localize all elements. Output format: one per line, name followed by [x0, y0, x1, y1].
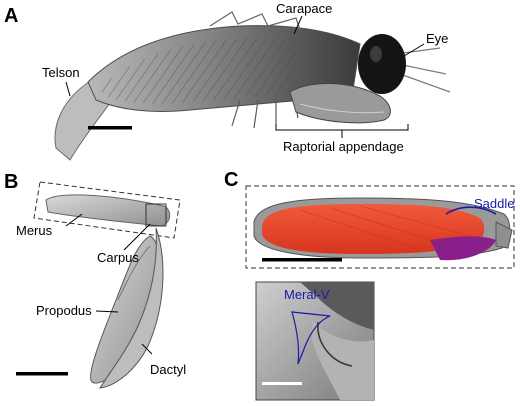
merus-leader	[65, 213, 83, 227]
raptorial-bracket	[275, 124, 409, 138]
panel-a: A Carapace Eye	[4, 1, 451, 161]
appendage-specimen-image	[45, 194, 171, 389]
shrimp-specimen-image	[54, 11, 451, 161]
panel-a-letter: A	[4, 5, 18, 27]
extensor-muscle	[262, 204, 485, 254]
carapace-leader	[293, 15, 303, 35]
panel-b-letter: B	[4, 171, 18, 193]
scale-bar-inset	[262, 382, 302, 385]
scale-bar-b	[16, 372, 68, 376]
carpus-label: Carpus	[97, 250, 139, 265]
flexor-muscle	[430, 236, 496, 261]
merus-highlight-box	[33, 181, 181, 239]
panel-c-letter: C	[224, 169, 238, 191]
meral-v-label: Meral-V	[284, 287, 330, 302]
carapace-label: Carapace	[276, 1, 332, 16]
telson-leader	[65, 81, 71, 97]
merus-shape	[45, 194, 171, 227]
panel-b: B Merus Carpus Propodus Dactyl	[4, 171, 186, 389]
dactyl-leader	[141, 343, 153, 355]
merus-muscle-image	[253, 197, 513, 261]
saddle-outline	[445, 206, 497, 215]
eye-shape	[358, 34, 406, 94]
merus-label: Merus	[16, 223, 53, 238]
merus-detail-frame	[245, 185, 515, 269]
eye-leader	[403, 43, 425, 57]
eye-label: Eye	[426, 31, 448, 46]
telson-label: Telson	[42, 65, 80, 80]
scale-bar-c	[262, 258, 342, 262]
propodus-label: Propodus	[36, 303, 92, 318]
raptorial-appendage-label: Raptorial appendage	[283, 139, 404, 154]
saddle-label: Saddle	[474, 196, 514, 211]
carpus-leader	[123, 223, 151, 251]
meral-v-sem-inset: Meral-V	[255, 281, 375, 401]
meral-v-outline	[291, 311, 331, 365]
panel-c: C Saddle Meral-V	[224, 169, 515, 401]
dactyl-shape	[99, 227, 164, 389]
propodus-leader	[95, 310, 119, 313]
scale-bar-a	[88, 126, 132, 130]
dactyl-label: Dactyl	[150, 362, 186, 377]
carpus-shape	[145, 203, 167, 227]
